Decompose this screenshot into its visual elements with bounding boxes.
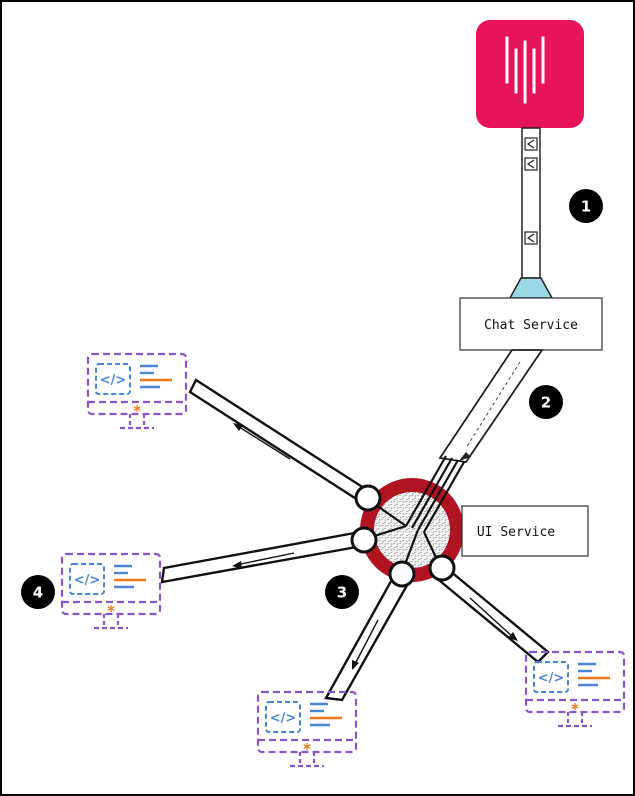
code-glyph: </> [74,573,101,588]
step-badge-number: 3 [337,584,347,602]
status-star: * [133,402,141,420]
step-badge-4: 4 [21,575,55,609]
ui-service-box[interactable]: UI Service [461,505,589,557]
source-app-logo-icon [476,20,584,128]
spoke-bottom-right [432,564,550,664]
step-badge-3: 3 [325,575,359,609]
step-badge-2: 2 [529,385,563,419]
message-envelope-icon [524,137,538,151]
code-glyph: </> [100,373,127,388]
queue-funnel [508,277,554,299]
message-envelope-icon [524,157,538,171]
message-envelope-icon [524,231,538,245]
message-queue [521,127,541,279]
hub-port [350,526,378,554]
chat-to-ui-connector [438,349,544,463]
client-monitor-icon: </> * [524,650,626,728]
status-star: * [107,602,115,620]
step-badge-number: 1 [581,198,591,216]
chat-service-box[interactable]: Chat Service [459,297,603,351]
hub-port [388,560,416,588]
step-badge-1: 1 [569,189,603,223]
step-badge-number: 4 [33,584,43,602]
spoke-top-left [188,378,366,502]
status-star: * [571,700,579,718]
chat-service-label: Chat Service [484,318,578,333]
ui-service-hub[interactable] [350,455,465,588]
client-monitor-icon: </> * [86,352,188,430]
spoke-left [160,530,364,584]
hub-port [354,484,382,512]
ui-service-label: UI Service [477,525,555,540]
code-glyph: </> [538,671,565,686]
code-glyph: </> [270,711,297,726]
step-badge-number: 2 [541,394,551,412]
hub-port [428,554,456,582]
status-star: * [303,740,311,758]
client-monitor-icon: </> * [256,690,358,768]
client-monitor-icon: </> * [60,552,162,630]
